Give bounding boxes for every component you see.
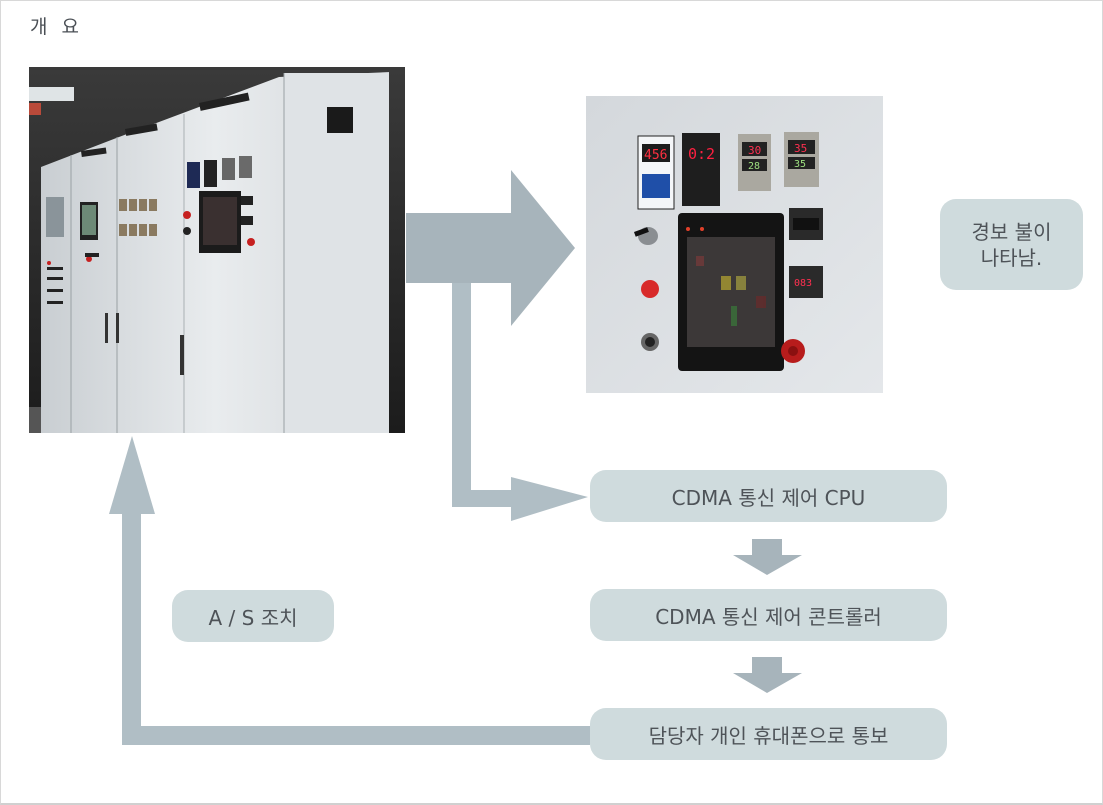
page-title: 개 요 [30, 16, 83, 38]
cdma-controller-label: CDMA 통신 제어 콘트롤러 [655, 604, 882, 629]
notify-phone-label: 담당자 개인 휴대폰으로 통보 [648, 723, 889, 748]
svg-text:28: 28 [748, 161, 760, 172]
cdma-cpu-box: CDMA 통신 제어 CPU [590, 470, 947, 522]
cabinet-photo [29, 67, 405, 433]
notify-phone-box: 담당자 개인 휴대폰으로 통보 [590, 708, 947, 760]
svg-text:30: 30 [748, 144, 761, 157]
svg-text:35: 35 [794, 142, 807, 155]
branch-down-arrow [452, 283, 588, 521]
as-action-label: A / S 조치 [208, 605, 298, 630]
down-arrow-1 [733, 539, 802, 575]
svg-text:35: 35 [794, 159, 806, 170]
alarm-line-2: 나타남. [980, 245, 1043, 270]
cabinet-illustration [29, 67, 405, 433]
alarm-line-1: 경보 불이 [971, 219, 1052, 244]
as-action-box: A / S 조치 [172, 590, 334, 642]
panel-photo: 456 0:2 30 28 35 35 083 [586, 96, 883, 393]
alarm-triggered-label: 경보 불이 나타남. [940, 199, 1083, 290]
big-right-arrow [406, 170, 575, 326]
svg-text:083: 083 [794, 278, 812, 289]
down-arrow-2 [733, 657, 802, 693]
cdma-controller-box: CDMA 통신 제어 콘트롤러 [590, 589, 947, 641]
panel-illustration: 456 0:2 30 28 35 35 083 [586, 96, 883, 393]
svg-text:456: 456 [644, 148, 667, 163]
svg-text:0:2: 0:2 [688, 145, 715, 163]
cdma-cpu-label: CDMA 통신 제어 CPU [671, 485, 866, 510]
